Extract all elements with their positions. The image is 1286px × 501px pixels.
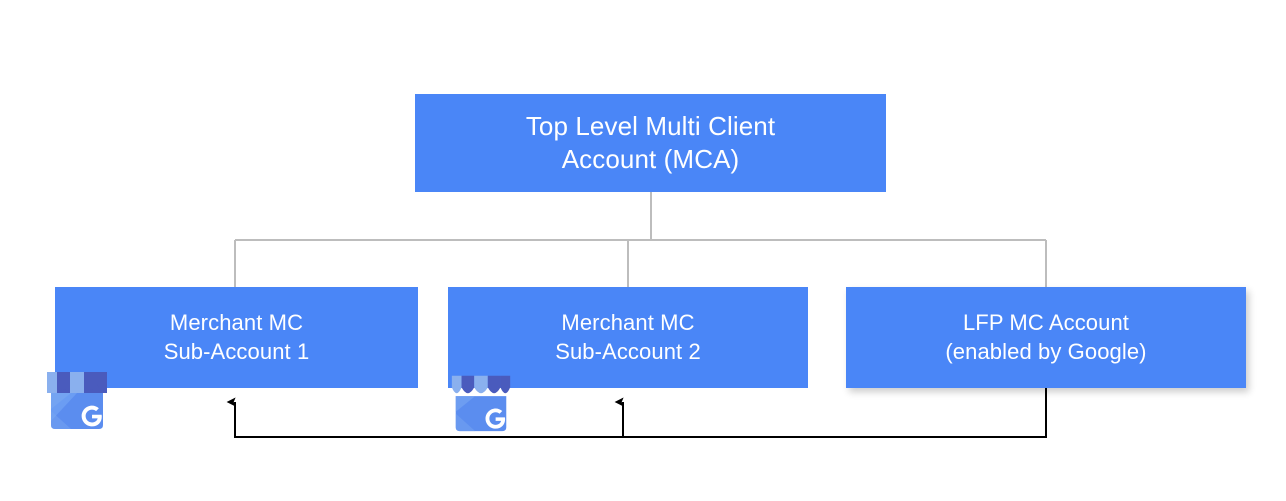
node-merchant-mc-sub-account-2-label: Merchant MC Sub-Account 2 xyxy=(555,310,701,364)
node-top-level-mca[interactable]: Top Level Multi Client Account (MCA) xyxy=(415,94,886,192)
node-lfp-mc-account-label: LFP MC Account (enabled by Google) xyxy=(945,310,1147,364)
google-my-business-storefront-icon xyxy=(47,372,107,429)
feed-edge-lfp-to-merchant-1 xyxy=(226,388,1048,439)
node-merchant-mc-sub-account-2[interactable]: Merchant MC Sub-Account 2 xyxy=(448,287,808,388)
node-top-level-mca-label: Top Level Multi Client Account (MCA) xyxy=(525,110,776,174)
node-lfp-mc-account[interactable]: LFP MC Account (enabled by Google) xyxy=(846,287,1246,388)
node-merchant-mc-sub-account-1[interactable]: Merchant MC Sub-Account 1 xyxy=(55,287,418,388)
node-merchant-mc-sub-account-1-label: Merchant MC Sub-Account 1 xyxy=(163,310,310,364)
google-my-business-storefront-icon xyxy=(451,375,511,432)
